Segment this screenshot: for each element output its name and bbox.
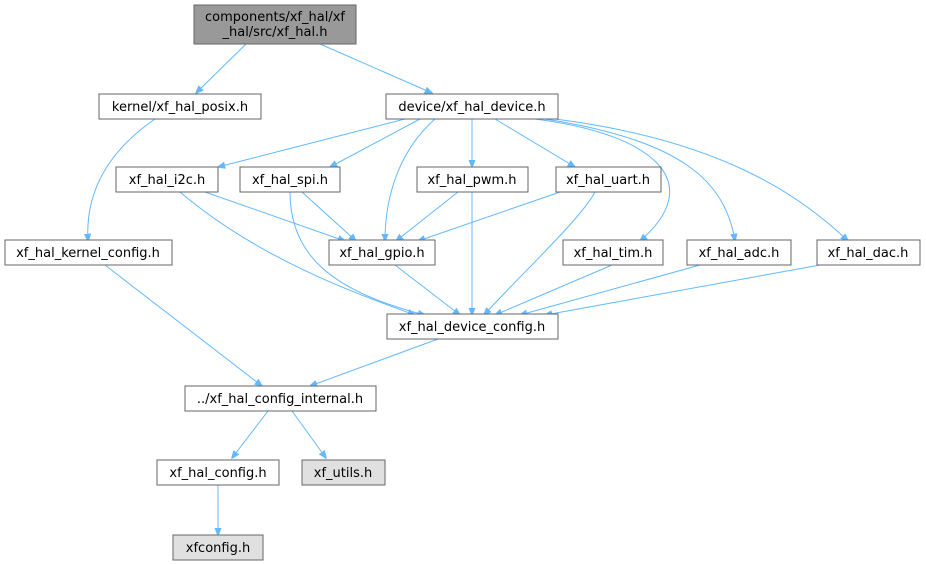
edge-root-posix (196, 43, 247, 93)
edge-posix-kconfig (88, 118, 156, 241)
node-adc[interactable]: xf_hal_adc.h (686, 239, 792, 266)
node-gpio-label: xf_hal_gpio.h (339, 246, 424, 261)
node-pwm-label: xf_hal_pwm.h (427, 173, 516, 188)
node-halconfig-label: xf_hal_config.h (169, 466, 266, 481)
node-device-label: device/xf_hal_device.h (398, 100, 545, 115)
node-kconfig[interactable]: xf_hal_kernel_config.h (4, 239, 173, 266)
edge-uart-gpio (418, 191, 561, 241)
edge-cfginternal-halconfig (232, 410, 269, 458)
node-utils[interactable]: xf_utils.h (301, 459, 386, 486)
edge-uart-devconfig (484, 191, 596, 315)
node-root-label-2: _hal/src/xf_hal.h (221, 25, 327, 40)
node-xfconfig-label: xfconfig.h (186, 541, 250, 556)
node-dac[interactable]: xf_hal_dac.h (816, 239, 921, 266)
node-cfginternal[interactable]: ../xf_hal_config_internal.h (184, 385, 377, 412)
edge-spi-devconfig (289, 191, 425, 315)
node-spi[interactable]: xf_hal_spi.h (239, 166, 341, 193)
node-device-box (385, 93, 559, 120)
edge-dac-devconfig (545, 264, 821, 315)
node-posix-box (98, 93, 262, 120)
edge-device-spi (330, 118, 421, 167)
node-pwm-box (416, 166, 529, 193)
node-uart[interactable]: xf_hal_uart.h (555, 166, 662, 193)
node-kconfig-label: xf_hal_kernel_config.h (16, 246, 160, 261)
edge-device-uart (494, 118, 575, 167)
node-posix[interactable]: kernel/xf_hal_posix.h (98, 93, 262, 120)
node-halconfig[interactable]: xf_hal_config.h (156, 459, 280, 486)
edge-device-adc (544, 118, 735, 241)
edge-device-gpio (385, 118, 436, 241)
node-root-box (193, 4, 357, 45)
node-posix-label: kernel/xf_hal_posix.h (112, 100, 248, 115)
node-devconfig-label: xf_hal_device_config.h (399, 320, 545, 335)
edge-spi-gpio (301, 191, 356, 241)
edge-root-device (319, 43, 432, 93)
node-pwm[interactable]: xf_hal_pwm.h (416, 166, 529, 193)
node-i2c-box (115, 166, 219, 193)
edge-i2c-gpio (204, 191, 345, 241)
node-tim-box (562, 239, 664, 266)
node-gpio-box (328, 239, 436, 266)
edge-pwm-gpio (396, 191, 459, 241)
node-xfconfig-box (172, 534, 264, 561)
edge-devconfig-cfginternal (310, 338, 439, 386)
node-cfginternal-label: ../xf_hal_config_internal.h (197, 392, 363, 407)
node-devconfig[interactable]: xf_hal_device_config.h (386, 313, 559, 340)
edges (88, 43, 848, 535)
node-tim[interactable]: xf_hal_tim.h (562, 239, 664, 266)
node-tim-label: xf_hal_tim.h (574, 246, 653, 261)
edge-gpio-devconfig (394, 264, 460, 315)
node-uart-label: xf_hal_uart.h (566, 173, 650, 188)
node-kconfig-box (4, 239, 173, 266)
edge-i2c-devconfig (179, 191, 415, 315)
node-spi-box (239, 166, 341, 193)
node-xfconfig[interactable]: xfconfig.h (172, 534, 264, 561)
node-adc-label: xf_hal_adc.h (699, 246, 780, 261)
node-dac-label: xf_hal_dac.h (828, 246, 909, 261)
node-uart-box (555, 166, 662, 193)
node-devconfig-box (386, 313, 559, 340)
node-i2c[interactable]: xf_hal_i2c.h (115, 166, 219, 193)
node-cfginternal-box (184, 385, 377, 412)
node-adc-box (686, 239, 792, 266)
node-gpio[interactable]: xf_hal_gpio.h (328, 239, 436, 266)
node-utils-label: xf_utils.h (314, 466, 372, 481)
node-spi-label: xf_hal_spi.h (252, 173, 328, 188)
edge-device-i2c (218, 118, 406, 167)
edge-device-tim (534, 118, 671, 241)
node-root-label-1: components/xf_hal/xf (205, 10, 345, 25)
node-i2c-label: xf_hal_i2c.h (129, 173, 206, 188)
edge-cfginternal-utils (291, 410, 326, 458)
node-device[interactable]: device/xf_hal_device.h (385, 93, 559, 120)
edge-adc-devconfig (520, 264, 701, 315)
edge-device-dac (554, 118, 848, 241)
node-root[interactable]: components/xf_hal/xf _hal/src/xf_hal.h (193, 4, 357, 45)
edge-kconfig-cfginternal (104, 264, 262, 386)
node-dac-box (816, 239, 921, 266)
edge-tim-devconfig (495, 264, 613, 315)
node-halconfig-box (156, 459, 280, 486)
node-utils-box (301, 459, 386, 486)
